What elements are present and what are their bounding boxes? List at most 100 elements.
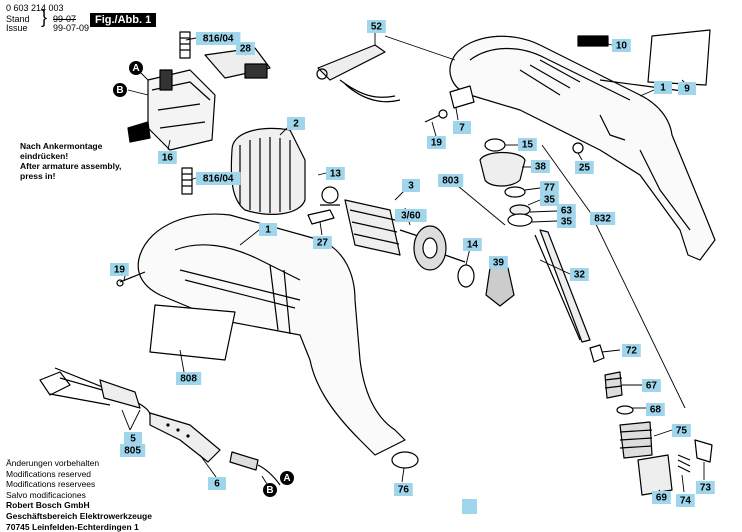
callout-circle <box>113 83 127 97</box>
callout-text: 19 <box>114 265 126 276</box>
callout-76: 76 <box>394 483 413 496</box>
callout-25: 25 <box>575 161 594 174</box>
callout-805: 805 <box>120 444 146 457</box>
callout-808: 808 <box>176 372 202 385</box>
brace-glyph: } <box>41 7 48 27</box>
callout-text: 10 <box>616 41 628 52</box>
callout-B-top: B <box>113 83 127 97</box>
housing-bottom-drawing <box>116 213 419 469</box>
callout-B-bottom: B <box>263 483 277 497</box>
callout-box <box>612 39 631 52</box>
assembly-note-line: eindrücken! <box>20 151 69 161</box>
callout-box <box>208 477 226 490</box>
callout-text: 32 <box>574 270 586 281</box>
assembly-note-line: Nach Ankermontage <box>20 141 103 151</box>
callout-box <box>367 20 386 33</box>
assembly-note-line: After armature assembly, <box>20 161 122 171</box>
callout-circle <box>129 61 143 75</box>
blue-marker-square <box>462 499 477 514</box>
footer-line: 70745 Leinfelden-Echterdingen 1 <box>6 521 139 532</box>
callout-74: 74 <box>676 494 695 507</box>
callout-box <box>570 268 589 281</box>
callout-27: 27 <box>313 236 332 249</box>
housing-top-drawing <box>449 29 716 261</box>
callout-circle <box>280 471 294 485</box>
callout-box <box>518 138 537 151</box>
callout-72: 72 <box>622 344 641 357</box>
callout-box <box>394 483 413 496</box>
callout-5: 5 <box>124 432 142 445</box>
callout-text: 816/04 <box>203 174 234 185</box>
callout-text: A <box>132 63 139 74</box>
callout-text: 72 <box>626 346 638 357</box>
callout-3: 3 <box>402 179 420 192</box>
callout-box <box>427 136 446 149</box>
callout-box <box>557 204 576 217</box>
callout-9: 9 <box>678 82 696 95</box>
callout-13: 13 <box>326 167 345 180</box>
callout-39: 39 <box>489 256 508 269</box>
callout-3-60: 3/60 <box>395 209 427 222</box>
part-number: 0 603 214 003 <box>6 3 64 13</box>
callout-16: 16 <box>158 151 177 164</box>
callout-69: 69 <box>652 491 671 504</box>
callout-A-top: A <box>129 61 143 75</box>
callout-text: 7 <box>459 123 465 134</box>
callout-box <box>196 32 241 45</box>
callout-816-04-top: 816/04 <box>196 32 241 45</box>
callout-box <box>402 179 420 192</box>
callout-box <box>287 117 305 130</box>
callout-text: A <box>283 473 290 484</box>
callout-box <box>326 167 345 180</box>
callout-35-a: 35 <box>540 193 559 206</box>
callout-text: 2 <box>293 119 299 130</box>
footer-line: Modifications reservees <box>6 479 96 490</box>
callout-box <box>575 161 594 174</box>
issue-value: 99-07-09 <box>53 23 90 33</box>
callout-box <box>395 209 427 222</box>
callout-text: 39 <box>493 258 505 269</box>
callout-text: 803 <box>442 176 459 187</box>
callout-text: 35 <box>561 217 573 228</box>
callout-box <box>672 424 691 437</box>
callout-text: 3 <box>408 181 414 192</box>
callout-box <box>236 42 255 55</box>
callout-box <box>642 379 661 392</box>
callout-box <box>176 372 202 385</box>
gear-head-parts-drawing <box>424 85 591 343</box>
callout-circle <box>263 483 277 497</box>
callout-14: 14 <box>463 238 482 251</box>
spindle-parts-drawing <box>589 344 713 496</box>
stand-value: 99-07 <box>53 14 77 24</box>
callout-text: 63 <box>561 206 573 217</box>
callout-box <box>196 172 241 185</box>
callout-box <box>110 263 129 276</box>
callout-1-bottom: 1 <box>259 223 277 236</box>
carbon-brushes-drawing <box>179 31 193 195</box>
callout-text: 1 <box>265 225 271 236</box>
callout-text: 816/04 <box>203 34 234 45</box>
callout-text: 74 <box>680 496 692 507</box>
callout-box <box>622 344 641 357</box>
callout-text: 76 <box>398 485 410 496</box>
footer-line: Geschäftsbereich Elektrowerkzeuge <box>6 510 152 521</box>
callout-text: 25 <box>579 163 591 174</box>
callout-text: 9 <box>684 84 690 95</box>
armature-3-drawing <box>320 199 515 307</box>
callout-text: B <box>116 85 123 96</box>
callout-text: 35 <box>544 195 556 206</box>
callout-box <box>590 212 616 225</box>
callout-box <box>696 481 715 494</box>
callout-box <box>124 432 142 445</box>
callout-6: 6 <box>208 477 226 490</box>
callout-10: 10 <box>612 39 631 52</box>
figure-label: Fig./Abb. 1 <box>90 13 157 27</box>
assembly-note: Nach Ankermontage eindrücken! After arma… <box>20 141 121 181</box>
callout-73: 73 <box>696 481 715 494</box>
callout-52: 52 <box>367 20 386 33</box>
callout-box <box>120 444 146 457</box>
callout-text: B <box>266 485 273 496</box>
callout-text: 1 <box>660 83 666 94</box>
